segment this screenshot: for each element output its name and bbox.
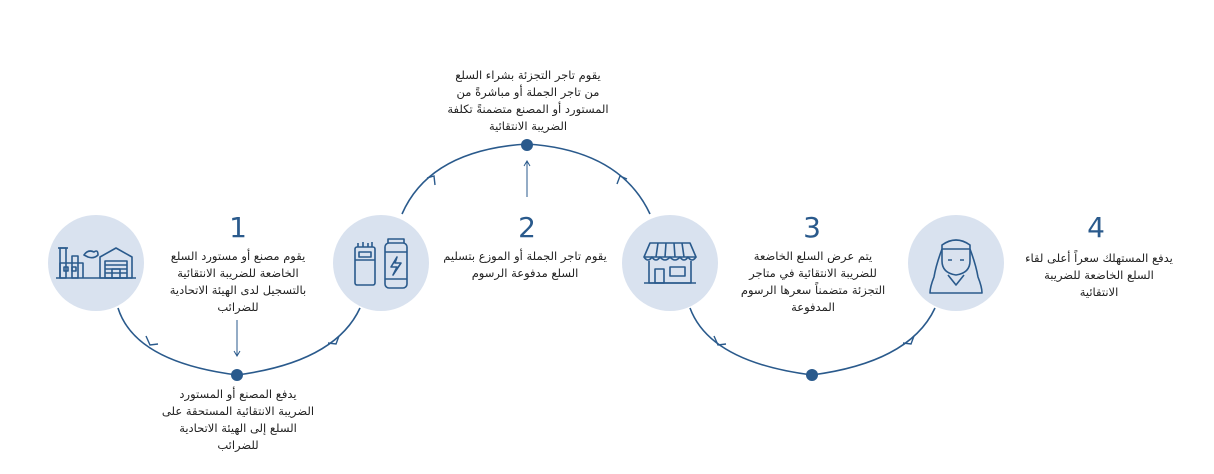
arc-3-4 <box>689 307 936 376</box>
tick-mark <box>713 335 727 346</box>
cigarette-energy-drink-icon <box>354 238 408 289</box>
step-number: 2 <box>518 211 536 244</box>
step-2-node <box>333 215 429 311</box>
tick-mark <box>327 335 340 345</box>
store-icon <box>643 242 697 284</box>
factory-warehouse-icon <box>56 247 136 279</box>
step-4-text: يدفع المستهلك سعراً أعلى لقاء السلع الخا… <box>1025 251 1173 299</box>
flow-dot <box>806 369 818 381</box>
step-number: 3 <box>803 211 821 244</box>
step-2-text: يقوم تاجر الجملة أو الموزع بتسليم السلع … <box>443 249 607 280</box>
up-arrowhead <box>523 160 531 167</box>
arc-1-2 <box>117 307 361 376</box>
down-arrowhead <box>233 350 241 357</box>
step-3-text: يتم عرض السلع الخاضعة للضريبة الانتقائية… <box>740 249 886 314</box>
step-1-node <box>48 215 144 311</box>
tick-mark <box>426 175 436 186</box>
tick-mark <box>145 335 159 346</box>
tick-mark <box>902 335 915 345</box>
flow-dot <box>521 139 533 151</box>
step-number: 4 <box>1087 211 1105 244</box>
step-number: 1 <box>229 211 247 244</box>
step-4-node <box>908 215 1004 311</box>
callout-top: يقوم تاجر التجزئة بشراء السلع من تاجر ال… <box>447 68 609 133</box>
flow-dot <box>231 369 243 381</box>
callout-bottom: يدفع المصنع أو المستورد الضريبة الانتقائ… <box>161 387 315 452</box>
step-3-node <box>622 215 718 311</box>
arc-2-3 <box>401 143 651 215</box>
tick-mark <box>616 175 628 185</box>
step-1-text: يقوم مصنع أو مستورد السلع الخاضعة للضريب… <box>169 249 307 314</box>
consumer-icon <box>929 239 983 294</box>
